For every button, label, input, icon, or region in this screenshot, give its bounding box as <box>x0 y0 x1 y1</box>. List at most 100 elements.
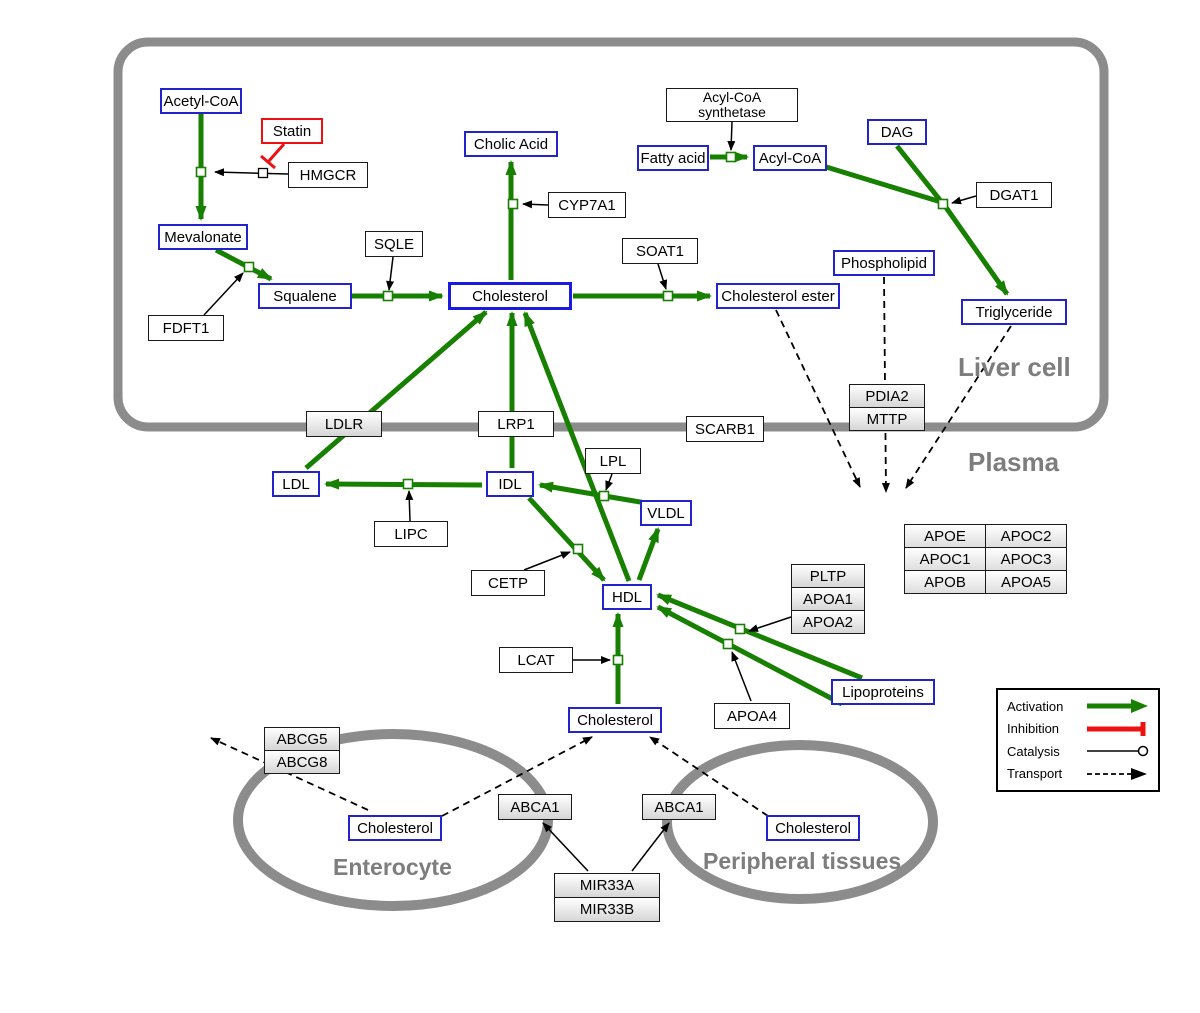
catalysis-edges <box>203 121 977 872</box>
node-cholesterol-liver[interactable]: Cholesterol <box>448 282 572 310</box>
transport-abcg-export <box>210 737 369 811</box>
node-apoa1[interactable]: APOA1 <box>791 587 865 611</box>
edge-idl-hdl <box>527 496 606 582</box>
catalysis-acylcoa-synthetase <box>727 121 736 151</box>
node-lpl[interactable]: LPL <box>585 448 641 474</box>
node-cholesterol-peripheral[interactable]: Cholesterol <box>766 815 860 841</box>
apo-table-row: APOB APOA5 <box>904 570 1067 594</box>
node-ldl[interactable]: LDL <box>272 471 320 497</box>
node-dag[interactable]: DAG <box>867 119 927 145</box>
catalysis-cetp <box>523 551 571 571</box>
plasma-label: Plasma <box>968 447 1060 477</box>
catalysis-sqle <box>386 256 395 291</box>
node-acetyl-coa[interactable]: Acetyl-CoA <box>160 88 242 114</box>
node-abcg8[interactable]: ABCG8 <box>264 750 340 774</box>
node-lcat[interactable]: LCAT <box>499 647 573 673</box>
node-abca1-enterocyte[interactable]: ABCA1 <box>498 794 572 820</box>
edge-mevalonate-squalene <box>214 247 273 282</box>
catalysis-fdft1 <box>203 272 244 316</box>
node-soat1[interactable]: SOAT1 <box>622 238 698 264</box>
node-abcg5[interactable]: ABCG5 <box>264 727 340 751</box>
node-triglyceride[interactable]: Triglyceride <box>961 299 1067 325</box>
edge-acylcoa-dgat <box>822 163 942 205</box>
node-lrp1[interactable]: LRP1 <box>478 411 554 437</box>
node-apoc1[interactable]: APOC1 <box>904 547 986 571</box>
apo-table-row: APOC1 APOC3 <box>904 547 1067 571</box>
node-fatty-acid[interactable]: Fatty acid <box>637 145 709 171</box>
node-apoa5[interactable]: APOA5 <box>985 570 1067 594</box>
node-acyl-coa-synthetase[interactable]: Acyl-CoA synthetase <box>666 88 798 122</box>
node-cholesterol-plasma[interactable]: Cholesterol <box>568 707 662 733</box>
catalysis-cyp7a1 <box>522 200 549 209</box>
catalysis-hmgcr <box>214 168 289 177</box>
transport-enterocyte-to-plasma <box>441 736 593 817</box>
node-hmgcr[interactable]: HMGCR <box>288 162 368 188</box>
edge-mir33-abca1-left <box>542 822 589 872</box>
peripheral-tissues-outline <box>662 740 938 904</box>
node-pltp[interactable]: PLTP <box>791 564 865 588</box>
statin-junction-node <box>257 167 269 179</box>
catalysis-apoa4 <box>731 651 752 702</box>
inhibition-edge-statin <box>260 143 286 170</box>
catalysis-lpl <box>605 473 613 491</box>
node-scarb1[interactable]: SCARB1 <box>686 416 764 442</box>
node-apoe[interactable]: APOE <box>904 524 986 548</box>
node-cetp[interactable]: CETP <box>471 570 545 596</box>
node-acyl-coa[interactable]: Acyl-CoA <box>753 145 827 171</box>
legend: Activation Inhibition Catalysis Transpor… <box>996 688 1160 792</box>
node-idl[interactable]: IDL <box>486 471 534 497</box>
node-abca1-peripheral[interactable]: ABCA1 <box>642 794 716 820</box>
legend-activation-label: Activation <box>1007 698 1064 714</box>
node-ldlr[interactable]: LDLR <box>306 411 382 437</box>
stack-abcg: ABCG5 ABCG8 <box>264 727 340 774</box>
node-sqle[interactable]: SQLE <box>365 231 423 257</box>
node-phospholipid[interactable]: Phospholipid <box>833 250 935 276</box>
node-cholesterol-ester[interactable]: Cholesterol ester <box>716 283 840 309</box>
peripheral-tissues-label: Peripheral tissues <box>703 848 902 874</box>
node-mevalonate[interactable]: Mevalonate <box>158 224 248 250</box>
transport-triglyceride-to-plasma <box>905 325 1012 489</box>
node-vldl[interactable]: VLDL <box>640 500 692 526</box>
node-cholic-acid[interactable]: Cholic Acid <box>464 131 558 157</box>
acyl-coa-synthetase-line2: synthetase <box>698 104 766 120</box>
edge-lipoproteins-hdl-2 <box>656 604 844 707</box>
node-statin[interactable]: Statin <box>261 118 323 144</box>
node-apoa2[interactable]: APOA2 <box>791 610 865 634</box>
liver-cell-label: Liver cell <box>958 352 1071 382</box>
node-apoa4[interactable]: APOA4 <box>714 703 790 729</box>
node-mir33b[interactable]: MIR33B <box>554 897 660 922</box>
edge-lipoproteins-hdl-1 <box>656 592 863 681</box>
enterocyte-label: Enterocyte <box>333 854 452 880</box>
node-cyp7a1[interactable]: CYP7A1 <box>548 192 626 218</box>
node-hdl[interactable]: HDL <box>602 584 652 610</box>
edge-dag-dgat <box>895 144 942 202</box>
legend-row-catalysis: Catalysis <box>1007 740 1149 762</box>
node-lipoproteins[interactable]: Lipoproteins <box>831 679 935 705</box>
edge-mir33-abca1-right <box>631 822 670 872</box>
node-fdft1[interactable]: FDFT1 <box>148 315 224 341</box>
apolipoprotein-table: APOE APOC2 APOC1 APOC3 APOB APOA5 <box>904 524 1067 594</box>
edge-ldl-ldlr-cholesterol <box>304 310 488 470</box>
enterocyte-outline <box>233 729 553 911</box>
legend-row-transport: Transport <box>1007 763 1149 785</box>
reaction-nodes <box>195 151 949 666</box>
node-cholesterol-enterocyte[interactable]: Cholesterol <box>348 815 442 841</box>
node-lipc[interactable]: LIPC <box>374 521 448 547</box>
edge-vldl-idl <box>538 481 647 506</box>
legend-inhibition-label: Inhibition <box>1007 721 1060 737</box>
node-dgat1[interactable]: DGAT1 <box>976 182 1052 208</box>
transport-dashed-arrow-icon <box>1087 767 1147 780</box>
node-mir33a[interactable]: MIR33A <box>554 873 660 898</box>
node-apob[interactable]: APOB <box>904 570 986 594</box>
node-mttp[interactable]: MTTP <box>849 407 925 431</box>
catalysis-dgat1 <box>951 195 977 205</box>
node-squalene[interactable]: Squalene <box>258 283 352 309</box>
node-pdia2[interactable]: PDIA2 <box>849 384 925 408</box>
node-apoc2[interactable]: APOC2 <box>985 524 1067 548</box>
node-apoc3[interactable]: APOC3 <box>985 547 1067 571</box>
apo-table-row: APOE APOC2 <box>904 524 1067 548</box>
activation-edges <box>195 114 1010 707</box>
transport-edges <box>210 276 1012 817</box>
